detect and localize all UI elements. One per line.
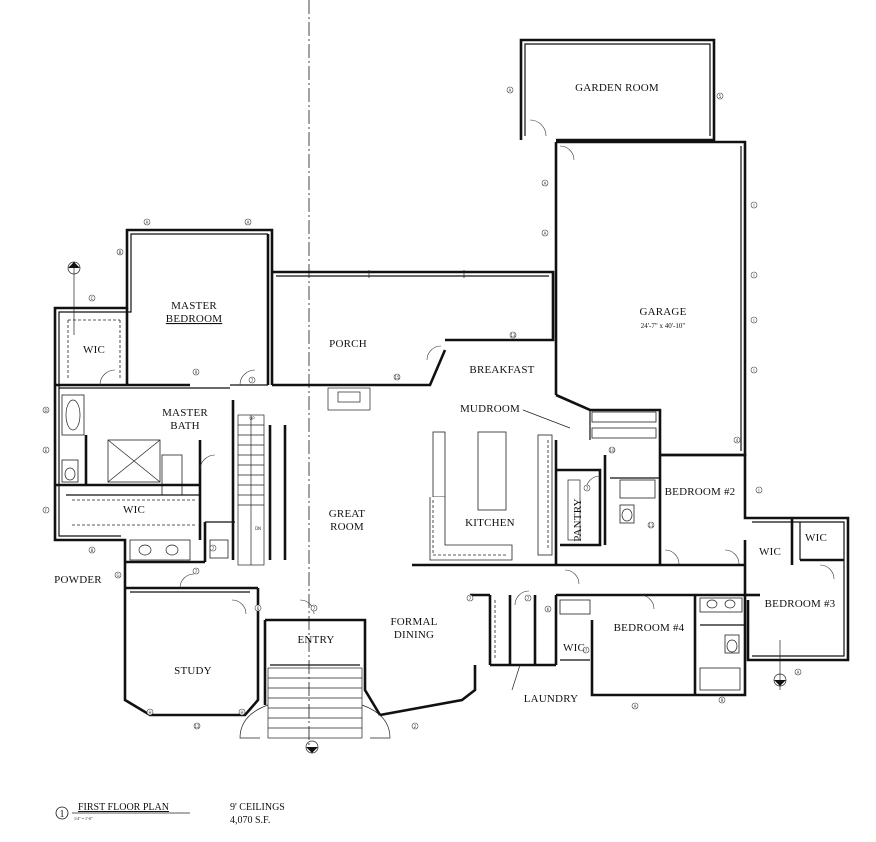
label-laundry: LAUNDRY	[524, 693, 579, 705]
label-formal-dining-1: FORMAL	[390, 616, 437, 628]
svg-text:2: 2	[414, 724, 417, 729]
label-bedroom-3: BEDROOM #3	[765, 598, 836, 610]
svg-text:G: G	[116, 573, 119, 578]
label-master-bedroom-1: MASTER	[171, 300, 217, 312]
label-study: STUDY	[174, 665, 212, 677]
label-wic-bed2: WIC	[759, 546, 781, 558]
title-block-title: FIRST FLOOR PLAN	[78, 802, 169, 813]
svg-text:A: A	[146, 220, 149, 225]
section-marker-right	[773, 640, 787, 690]
title-block-area: 4,070 S.F.	[230, 815, 270, 826]
svg-text:10: 10	[609, 448, 615, 453]
title-block: 1 FIRST FLOOR PLAN 1/4" = 1'-0" 9' CEILI…	[55, 802, 285, 826]
master-wing-walls	[53, 228, 274, 588]
svg-text:J: J	[757, 488, 759, 493]
svg-text:I: I	[753, 273, 754, 278]
svg-text:A: A	[544, 231, 547, 236]
svg-text:D: D	[44, 408, 47, 413]
svg-text:A: A	[544, 181, 547, 186]
label-bedroom-2: BEDROOM #2	[665, 486, 736, 498]
svg-text:A: A	[509, 88, 512, 93]
svg-text:I: I	[753, 368, 754, 373]
svg-text:15: 15	[394, 375, 400, 380]
garage-walls	[554, 140, 747, 457]
svg-text:H: H	[148, 710, 151, 715]
label-garden-room: GARDEN ROOM	[575, 82, 659, 94]
section-marker-bottom	[305, 740, 319, 754]
porch-walls	[270, 270, 555, 411]
pantry-bedroom2-walls	[556, 453, 747, 565]
tag-glyphs: A A B C D E F 8 G H 12 H 2 A 9 A A 5 A A…	[44, 88, 799, 729]
svg-text:5: 5	[719, 94, 722, 99]
svg-text:K: K	[547, 607, 550, 612]
svg-text:7: 7	[212, 546, 215, 551]
svg-text:7: 7	[469, 596, 472, 601]
section-marker-left	[67, 261, 81, 335]
svg-text:4: 4	[736, 438, 739, 443]
svg-text:A: A	[634, 704, 637, 709]
svg-text:B: B	[119, 250, 122, 255]
label-great-room-2: ROOM	[330, 521, 364, 533]
label-formal-dining-2: DINING	[394, 629, 434, 641]
label-wic-bed4: WIC	[563, 642, 585, 654]
title-block-scale: 1/4" = 1'-0"	[74, 816, 93, 821]
label-garage-size: 24'-7" x 40'-10"	[641, 322, 686, 330]
svg-text:H: H	[240, 710, 243, 715]
title-block-number: 1	[60, 809, 65, 820]
svg-text:C: C	[91, 296, 94, 301]
svg-text:7: 7	[251, 378, 254, 383]
bedroom3-walls	[660, 500, 850, 662]
svg-text:9: 9	[195, 370, 198, 375]
label-breakfast: BREAKFAST	[469, 364, 534, 376]
label-entry: ENTRY	[297, 634, 334, 646]
label-master-bath-1: MASTER	[162, 407, 208, 419]
svg-text:7: 7	[585, 648, 588, 653]
svg-text:A: A	[797, 670, 800, 675]
svg-text:6: 6	[257, 606, 260, 611]
svg-text:11: 11	[648, 523, 654, 528]
svg-text:I: I	[753, 318, 754, 323]
svg-text:9: 9	[721, 698, 724, 703]
garden-room-walls	[519, 38, 716, 142]
svg-text:13: 13	[510, 333, 516, 338]
laundry-leader	[511, 664, 521, 691]
svg-text:7: 7	[586, 486, 589, 491]
svg-text:7: 7	[313, 606, 316, 611]
label-garage: GARAGE	[639, 306, 686, 318]
label-mudroom: MUDROOM	[460, 403, 520, 415]
svg-text:A: A	[247, 220, 250, 225]
svg-text:UP: UP	[249, 416, 255, 421]
label-bedroom-4: BEDROOM #4	[614, 622, 685, 634]
label-wic-bed3: WIC	[805, 532, 827, 544]
svg-text:12: 12	[194, 724, 200, 729]
kitchen-fixtures	[412, 431, 660, 567]
label-wic-bath: WIC	[123, 504, 145, 516]
staircase	[231, 400, 287, 566]
mudroom-leader	[522, 409, 571, 429]
front-rooms-walls	[123, 586, 556, 739]
label-porch: PORCH	[329, 338, 367, 350]
svg-text:I: I	[753, 203, 754, 208]
door-swings	[99, 119, 835, 615]
title-block-ceilings: 9' CEILINGS	[230, 802, 285, 813]
label-master-bath-2: BATH	[170, 420, 200, 432]
label-master-bedroom-2: BEDROOM	[166, 313, 222, 325]
svg-text:8: 8	[91, 548, 94, 553]
svg-text:E: E	[45, 448, 48, 453]
label-great-room-1: GREAT	[329, 508, 366, 520]
label-pantry: PANTRY	[572, 498, 584, 542]
label-wic-master: WIC	[83, 344, 105, 356]
window-door-tags	[42, 86, 802, 730]
svg-text:F: F	[45, 508, 48, 513]
svg-text:DN: DN	[255, 526, 261, 531]
label-powder: POWDER	[54, 574, 102, 586]
label-kitchen: KITCHEN	[465, 517, 515, 529]
svg-text:7: 7	[195, 569, 198, 574]
svg-text:7: 7	[527, 596, 530, 601]
bedroom4-walls	[554, 593, 747, 697]
